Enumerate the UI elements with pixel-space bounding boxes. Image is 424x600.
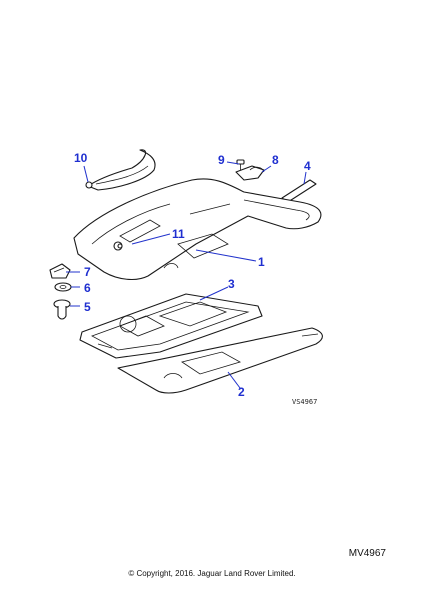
callout-5: 5	[84, 300, 91, 314]
callout-1: 1	[258, 255, 265, 269]
callout-4: 4	[304, 159, 311, 173]
part-8-clip	[235, 165, 265, 181]
callout-3: 3	[228, 277, 235, 291]
part-7-clip	[49, 263, 71, 279]
callout-11: 11	[172, 227, 185, 241]
part-5-fastener	[53, 299, 71, 320]
part-6-washer	[54, 282, 72, 292]
part-10-seal-strip	[85, 149, 156, 191]
callout-2: 2	[238, 385, 245, 399]
part-3-frame	[79, 293, 263, 359]
diagram-code: MV4967	[348, 548, 386, 559]
callout-6: 6	[84, 281, 91, 295]
drawing-reference: VS4967	[292, 398, 317, 406]
leader-lines	[66, 161, 307, 389]
callout-8: 8	[272, 153, 279, 167]
copyright-notice: © Copyright, 2016. Jaguar Land Rover Lim…	[128, 569, 296, 578]
part-11-fixing	[117, 243, 123, 249]
part-2-lower-panel	[117, 327, 323, 394]
callout-10: 10	[74, 151, 88, 165]
callout-7: 7	[84, 265, 91, 279]
part-4-trim-strip	[281, 179, 317, 203]
part-1-headliner	[73, 178, 322, 281]
callout-9: 9	[218, 153, 225, 167]
